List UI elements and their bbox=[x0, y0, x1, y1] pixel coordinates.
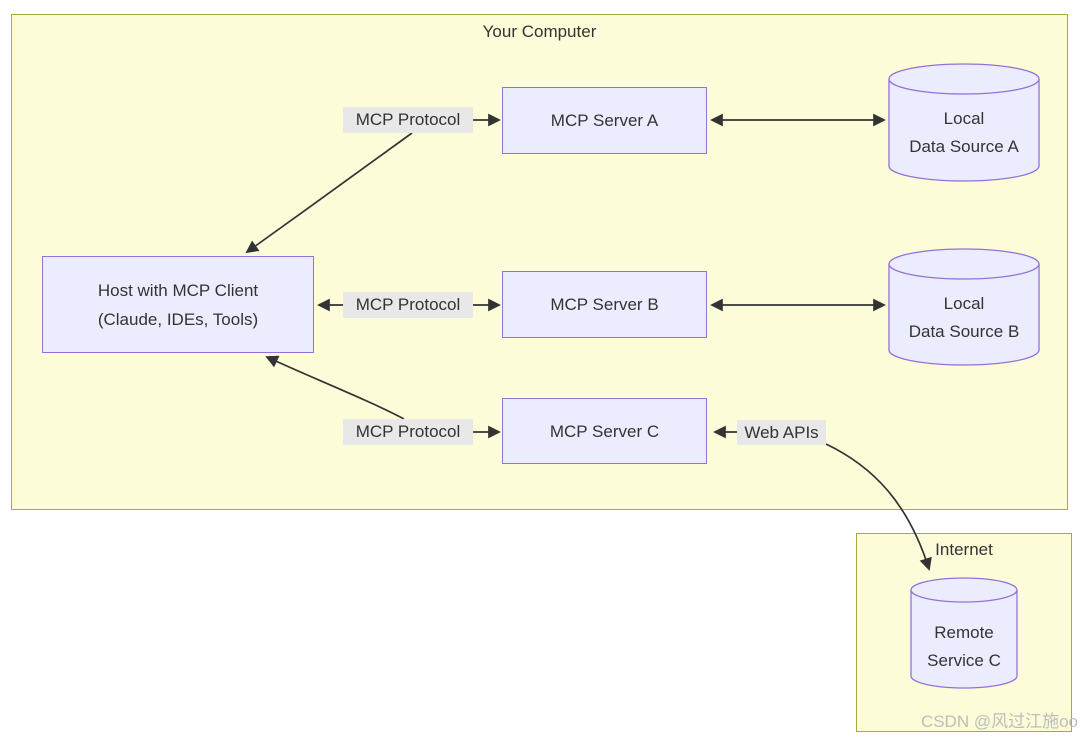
edge-label-mcp-protocol-c: MCP Protocol bbox=[343, 419, 473, 445]
database-cylinder-icon bbox=[888, 63, 1040, 182]
server-b-label: MCP Server B bbox=[550, 295, 659, 314]
ds-b-label-line1: Local bbox=[943, 294, 985, 313]
server-a-label: MCP Server A bbox=[550, 111, 659, 130]
remote-c-label-line1: Remote bbox=[934, 623, 994, 642]
edge-label-mcp-protocol-b: MCP Protocol bbox=[343, 292, 473, 318]
internet-title: Internet bbox=[935, 540, 993, 559]
node-mcp-server-c: MCP Server C bbox=[502, 398, 707, 464]
server-c-label: MCP Server C bbox=[549, 421, 660, 441]
node-local-data-source-b: Local Data Source B bbox=[888, 248, 1040, 366]
host-label-line1: Host with MCP Client bbox=[97, 280, 259, 300]
ds-b-label-line2: Data Source B bbox=[908, 322, 1020, 341]
your-computer-title: Your Computer bbox=[482, 22, 597, 41]
csdn-watermark: CSDN @风过江施oo bbox=[920, 712, 1078, 731]
node-host-with-mcp-client: Host with MCP Client (Claude, IDEs, Tool… bbox=[42, 256, 314, 353]
node-local-data-source-a: Local Data Source A bbox=[888, 63, 1040, 182]
node-remote-service-c: Remote Service C bbox=[910, 577, 1018, 690]
host-label-line2: (Claude, IDEs, Tools) bbox=[97, 309, 259, 329]
node-mcp-server-a: MCP Server A bbox=[502, 87, 707, 154]
remote-c-label-line2: Service C bbox=[927, 651, 1001, 670]
ds-a-label-line1: Local bbox=[943, 109, 985, 128]
ds-a-label-line2: Data Source A bbox=[909, 137, 1019, 156]
database-cylinder-icon bbox=[910, 577, 1018, 689]
edge-label-web-apis: Web APIs bbox=[737, 420, 826, 445]
node-mcp-server-b: MCP Server B bbox=[502, 271, 707, 338]
edge-label-mcp-protocol-a: MCP Protocol bbox=[343, 107, 473, 133]
database-cylinder-icon bbox=[888, 248, 1040, 366]
